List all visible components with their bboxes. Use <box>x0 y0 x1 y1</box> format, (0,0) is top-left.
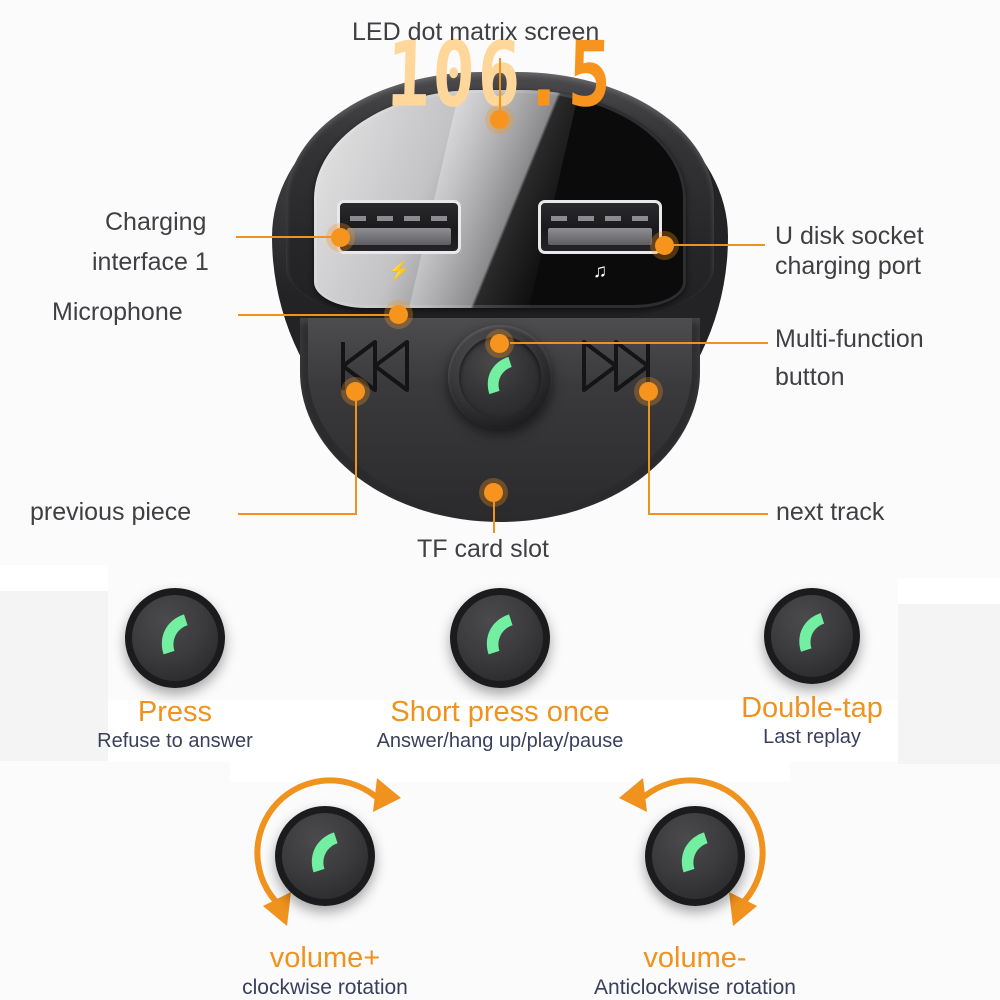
callout-dot-next <box>639 382 658 401</box>
device-diagram-section: 106.5 ⚡ ♫ <box>30 18 924 563</box>
callout-dot-charging <box>331 228 350 247</box>
multi-function-button-volume-down[interactable] <box>645 806 745 906</box>
action-description: Last replay <box>763 726 861 748</box>
multi-function-button-short-press[interactable] <box>450 588 550 688</box>
callout-label-previous-piece: previous piece <box>30 498 192 526</box>
multi-function-button-double-tap[interactable] <box>764 588 860 684</box>
previous-track-icon[interactable] <box>337 338 411 394</box>
bg-plate-b <box>0 591 108 761</box>
action-button-wrap <box>350 588 650 688</box>
callout-dot-microphone <box>389 305 408 324</box>
action-title: Press <box>137 696 213 728</box>
callout-line-next-v <box>648 398 650 515</box>
phone-handset-icon <box>448 325 552 429</box>
action-description: Answer/hang up/play/pause <box>376 730 624 752</box>
action-press: Press Refuse to answer <box>25 588 325 753</box>
multi-function-button-volume-up[interactable] <box>275 806 375 906</box>
action-title: Short press once <box>390 696 610 728</box>
rotation-volume-down: volume- Anticlockwise rotation <box>515 770 875 1000</box>
action-short-press-once: Short press once Answer/hang up/play/pau… <box>350 588 650 753</box>
callout-dot-led <box>490 110 509 129</box>
callout-line-prev-h <box>238 513 356 515</box>
callout-label-charging-line1: Charging <box>105 208 207 236</box>
button-actions-section: Press Refuse to answer Short press once … <box>0 578 1000 770</box>
callout-label-led-screen: LED dot matrix screen <box>352 18 600 46</box>
callout-dot-multifunc <box>490 334 509 353</box>
rotation-volume-up: volume+ clockwise rotation <box>145 770 505 1000</box>
phone-handset-icon <box>297 826 353 887</box>
callout-label-multifunc-line1: Multi-function <box>775 325 924 353</box>
callout-label-udisk-line2: charging port <box>775 252 921 280</box>
callout-label-tf-card-slot: TF card slot <box>417 535 549 563</box>
rotation-actions-section: volume+ clockwise rotation volu <box>0 770 1000 1000</box>
rotation-ring-clockwise <box>225 770 425 940</box>
callout-line-charging <box>236 236 344 238</box>
usb-port-charging-1[interactable] <box>337 200 461 254</box>
phone-handset-icon <box>785 607 839 666</box>
bg-plate-e <box>898 604 1000 764</box>
callout-line-tf-v <box>493 495 495 533</box>
action-title: Double-tap <box>741 692 883 724</box>
callout-dot-tf <box>484 483 503 502</box>
clockwise-arrow-icon <box>254 777 401 926</box>
action-description: Refuse to answer <box>97 730 253 752</box>
bg-plate-f <box>230 762 790 782</box>
callout-label-next-track: next track <box>776 498 885 526</box>
rotation-description: Anticlockwise rotation <box>594 976 796 999</box>
callout-dot-udisk <box>655 236 674 255</box>
callout-line-microphone <box>238 314 400 316</box>
action-button-wrap <box>25 588 325 688</box>
callout-label-udisk-line1: U disk socket <box>775 222 924 250</box>
callout-label-microphone: Microphone <box>52 298 183 326</box>
multi-function-button-press[interactable] <box>125 588 225 688</box>
callout-label-multifunc-line2: button <box>775 363 845 391</box>
usb-tongue <box>548 228 652 245</box>
rotation-description: clockwise rotation <box>242 976 408 999</box>
usb-port-udisk[interactable] <box>538 200 662 254</box>
phone-handset-icon <box>147 608 203 669</box>
callout-line-prev-v <box>355 398 357 515</box>
action-button-wrap <box>662 588 962 684</box>
rotation-title: volume- <box>643 942 747 974</box>
callout-line-multifunc <box>510 342 768 344</box>
action-double-tap: Double-tap Last replay <box>662 588 962 749</box>
callout-line-next-h <box>648 513 768 515</box>
multi-function-button[interactable] <box>448 325 552 429</box>
rotation-title: volume+ <box>269 942 381 974</box>
music-note-icon: ♫ <box>592 261 608 282</box>
usb-pins <box>551 216 649 221</box>
phone-handset-icon <box>667 826 723 887</box>
lightning-bolt-icon: ⚡ <box>387 261 411 282</box>
callout-line-led-v <box>499 58 501 118</box>
bg-plate-c <box>108 700 898 762</box>
callout-line-udisk <box>665 244 765 246</box>
callout-dot-prev <box>346 382 365 401</box>
rotation-ring-anticlockwise <box>595 770 795 940</box>
usb-tongue <box>347 228 451 245</box>
bg-plate-a <box>0 565 108 591</box>
callout-label-charging-line2: interface 1 <box>92 248 209 276</box>
phone-handset-icon <box>472 608 528 669</box>
usb-pins <box>350 216 448 221</box>
bg-plate-d <box>898 578 1000 604</box>
anticlockwise-arrow-icon <box>619 777 766 926</box>
